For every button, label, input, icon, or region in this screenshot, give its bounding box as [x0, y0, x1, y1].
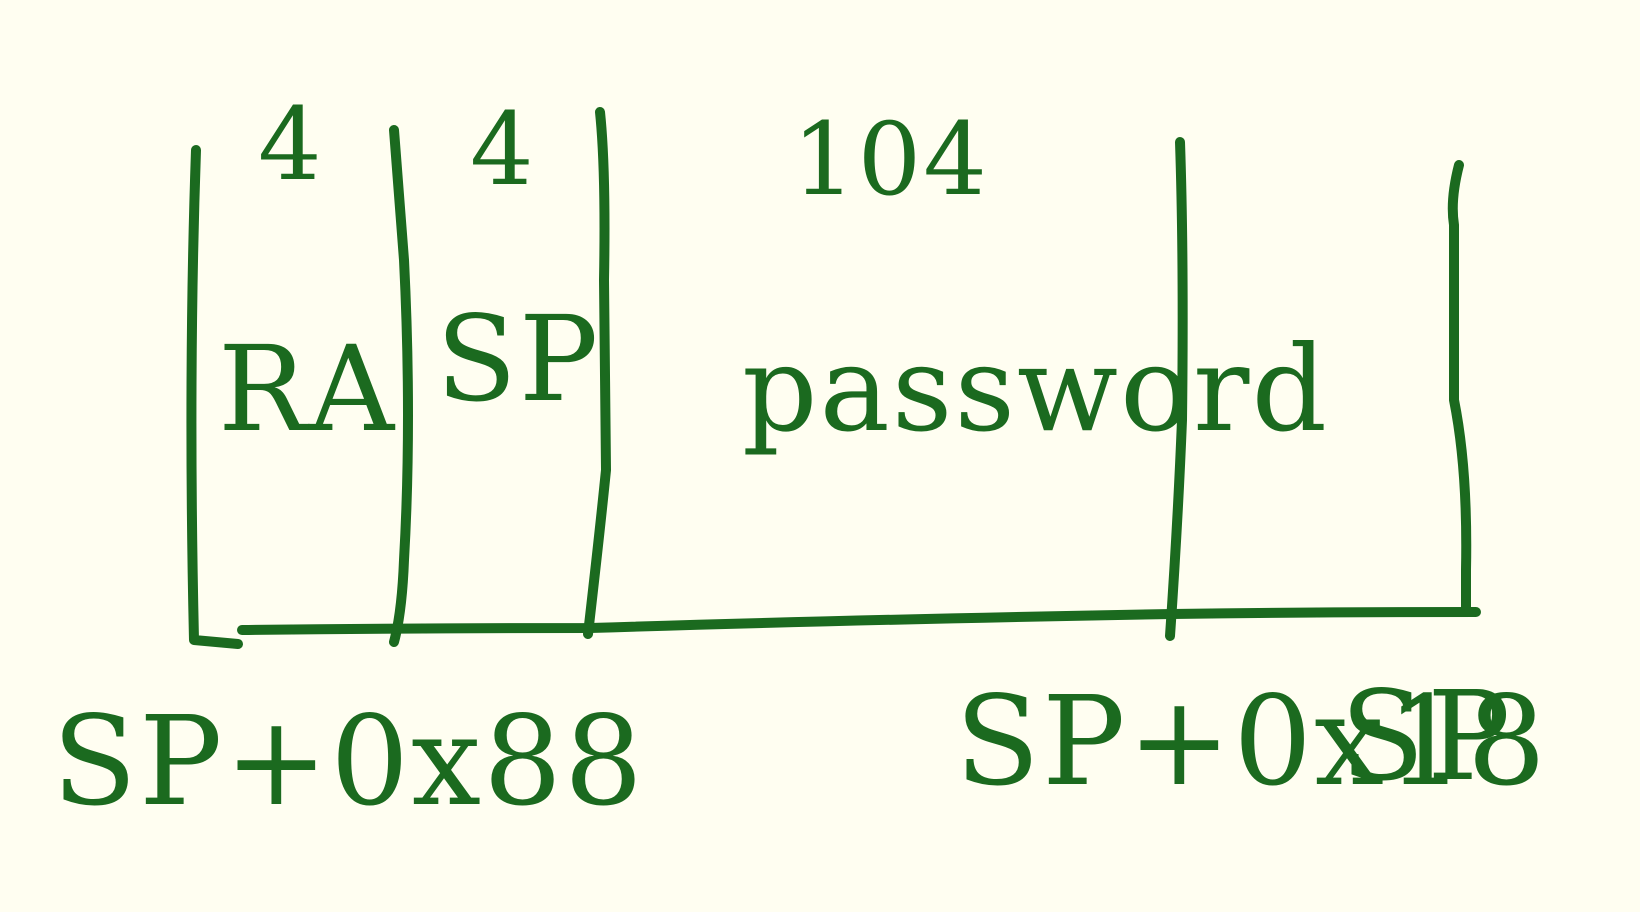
baseline [237, 607, 1481, 635]
password-size-label: 104 [792, 101, 989, 218]
address-left-label: SP+0x88 [52, 690, 645, 834]
boundary-password-unlabeled [1165, 137, 1188, 641]
ra-field-label: RA [218, 320, 397, 458]
address-right-label: SP [1340, 665, 1513, 809]
sp-size-label: 4 [470, 91, 536, 208]
boundary-left [186, 145, 243, 649]
ra-size-label: 4 [258, 86, 324, 203]
boundary-ra-sp [389, 125, 413, 647]
boundary-right [1447, 160, 1472, 617]
sp-field-label: SP [436, 290, 601, 428]
boundary-sp-password [583, 107, 611, 639]
password-field-label: password [742, 320, 1329, 458]
address-middle-label: SP+0x18 [955, 670, 1548, 814]
